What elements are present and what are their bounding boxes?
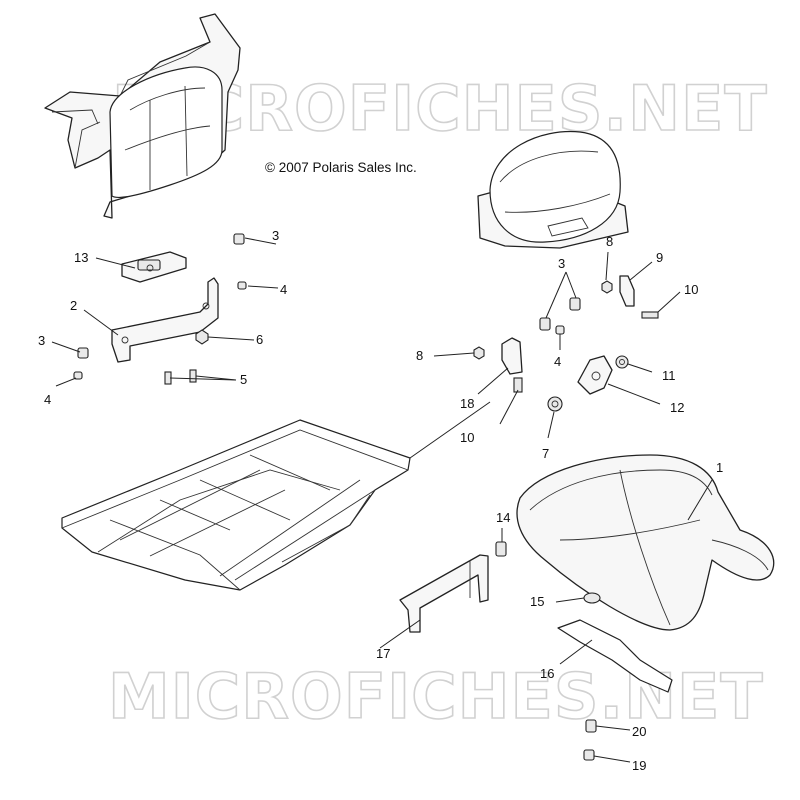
- callout-4-right: 4: [554, 354, 561, 369]
- nut-4-left-lower: [73, 371, 83, 380]
- callout-2: 2: [70, 298, 77, 313]
- seat-back-pad: [477, 130, 629, 249]
- nut-4-right: [555, 325, 565, 335]
- bolt-5: [164, 369, 197, 385]
- seat-mount-bracket-17: [399, 554, 489, 633]
- callout-10-right: 10: [684, 282, 698, 297]
- nut-6: [195, 329, 209, 345]
- callout-1: 1: [716, 460, 723, 475]
- leader-lines: [51, 237, 713, 763]
- pad-16: [557, 619, 673, 693]
- callout-4-left-top: 4: [280, 282, 287, 297]
- bracket-2: [111, 277, 219, 363]
- callout-17: 17: [376, 646, 390, 661]
- callout-13: 13: [74, 250, 88, 265]
- callout-14: 14: [496, 510, 510, 525]
- callout-15: 15: [530, 594, 544, 609]
- fastener-3-left-top: [233, 233, 245, 245]
- copyright-text: © 2007 Polaris Sales Inc.: [265, 160, 417, 175]
- callout-20: 20: [632, 724, 646, 739]
- nut-8-mid: [473, 346, 485, 360]
- nut-8-right: [601, 280, 613, 294]
- latch-knob-7: [547, 396, 563, 412]
- callout-4-left-lower: 4: [44, 392, 51, 407]
- fastener-3-right-b: [569, 297, 581, 311]
- callout-16: 16: [540, 666, 554, 681]
- callout-3-left-top: 3: [272, 228, 279, 243]
- callout-18: 18: [460, 396, 474, 411]
- callout-8-right: 8: [606, 234, 613, 249]
- callout-6: 6: [256, 332, 263, 347]
- watermark-bottom: MICROFICHES.NET: [108, 660, 764, 733]
- fastener-20: [585, 719, 597, 733]
- fastener-3-right-a: [539, 317, 551, 331]
- callout-3-right: 3: [558, 256, 565, 271]
- fastener-19: [583, 749, 595, 761]
- callout-19: 19: [632, 758, 646, 773]
- rear-seat-frame-assembly: [44, 13, 241, 219]
- bolt-10-mid: [513, 377, 523, 393]
- bolt-10-right: [641, 311, 659, 319]
- latch-12: [577, 355, 613, 395]
- grommet-15: [583, 592, 601, 604]
- callout-11: 11: [662, 368, 676, 383]
- callout-5: 5: [240, 372, 247, 387]
- screw-14: [495, 541, 507, 557]
- callout-labels: 1 2 3 3 3 4 4 4 5 6 7 8 8 9 10 10 11 12 …: [38, 228, 723, 773]
- seat-cushion-1: [516, 454, 775, 631]
- clip-9: [619, 275, 635, 307]
- washer-11: [615, 355, 629, 369]
- callout-7: 7: [542, 446, 549, 461]
- callout-10-mid: 10: [460, 430, 474, 445]
- callout-8-mid: 8: [416, 348, 423, 363]
- chassis-frame: [61, 419, 411, 591]
- callout-12: 12: [670, 400, 684, 415]
- callout-9: 9: [656, 250, 663, 265]
- callout-3-left-lower: 3: [38, 333, 45, 348]
- bracket-18: [501, 337, 523, 375]
- nut-4-left-top: [237, 281, 247, 290]
- latch-plate-13: [121, 251, 187, 283]
- fastener-3-left-lower: [77, 347, 89, 359]
